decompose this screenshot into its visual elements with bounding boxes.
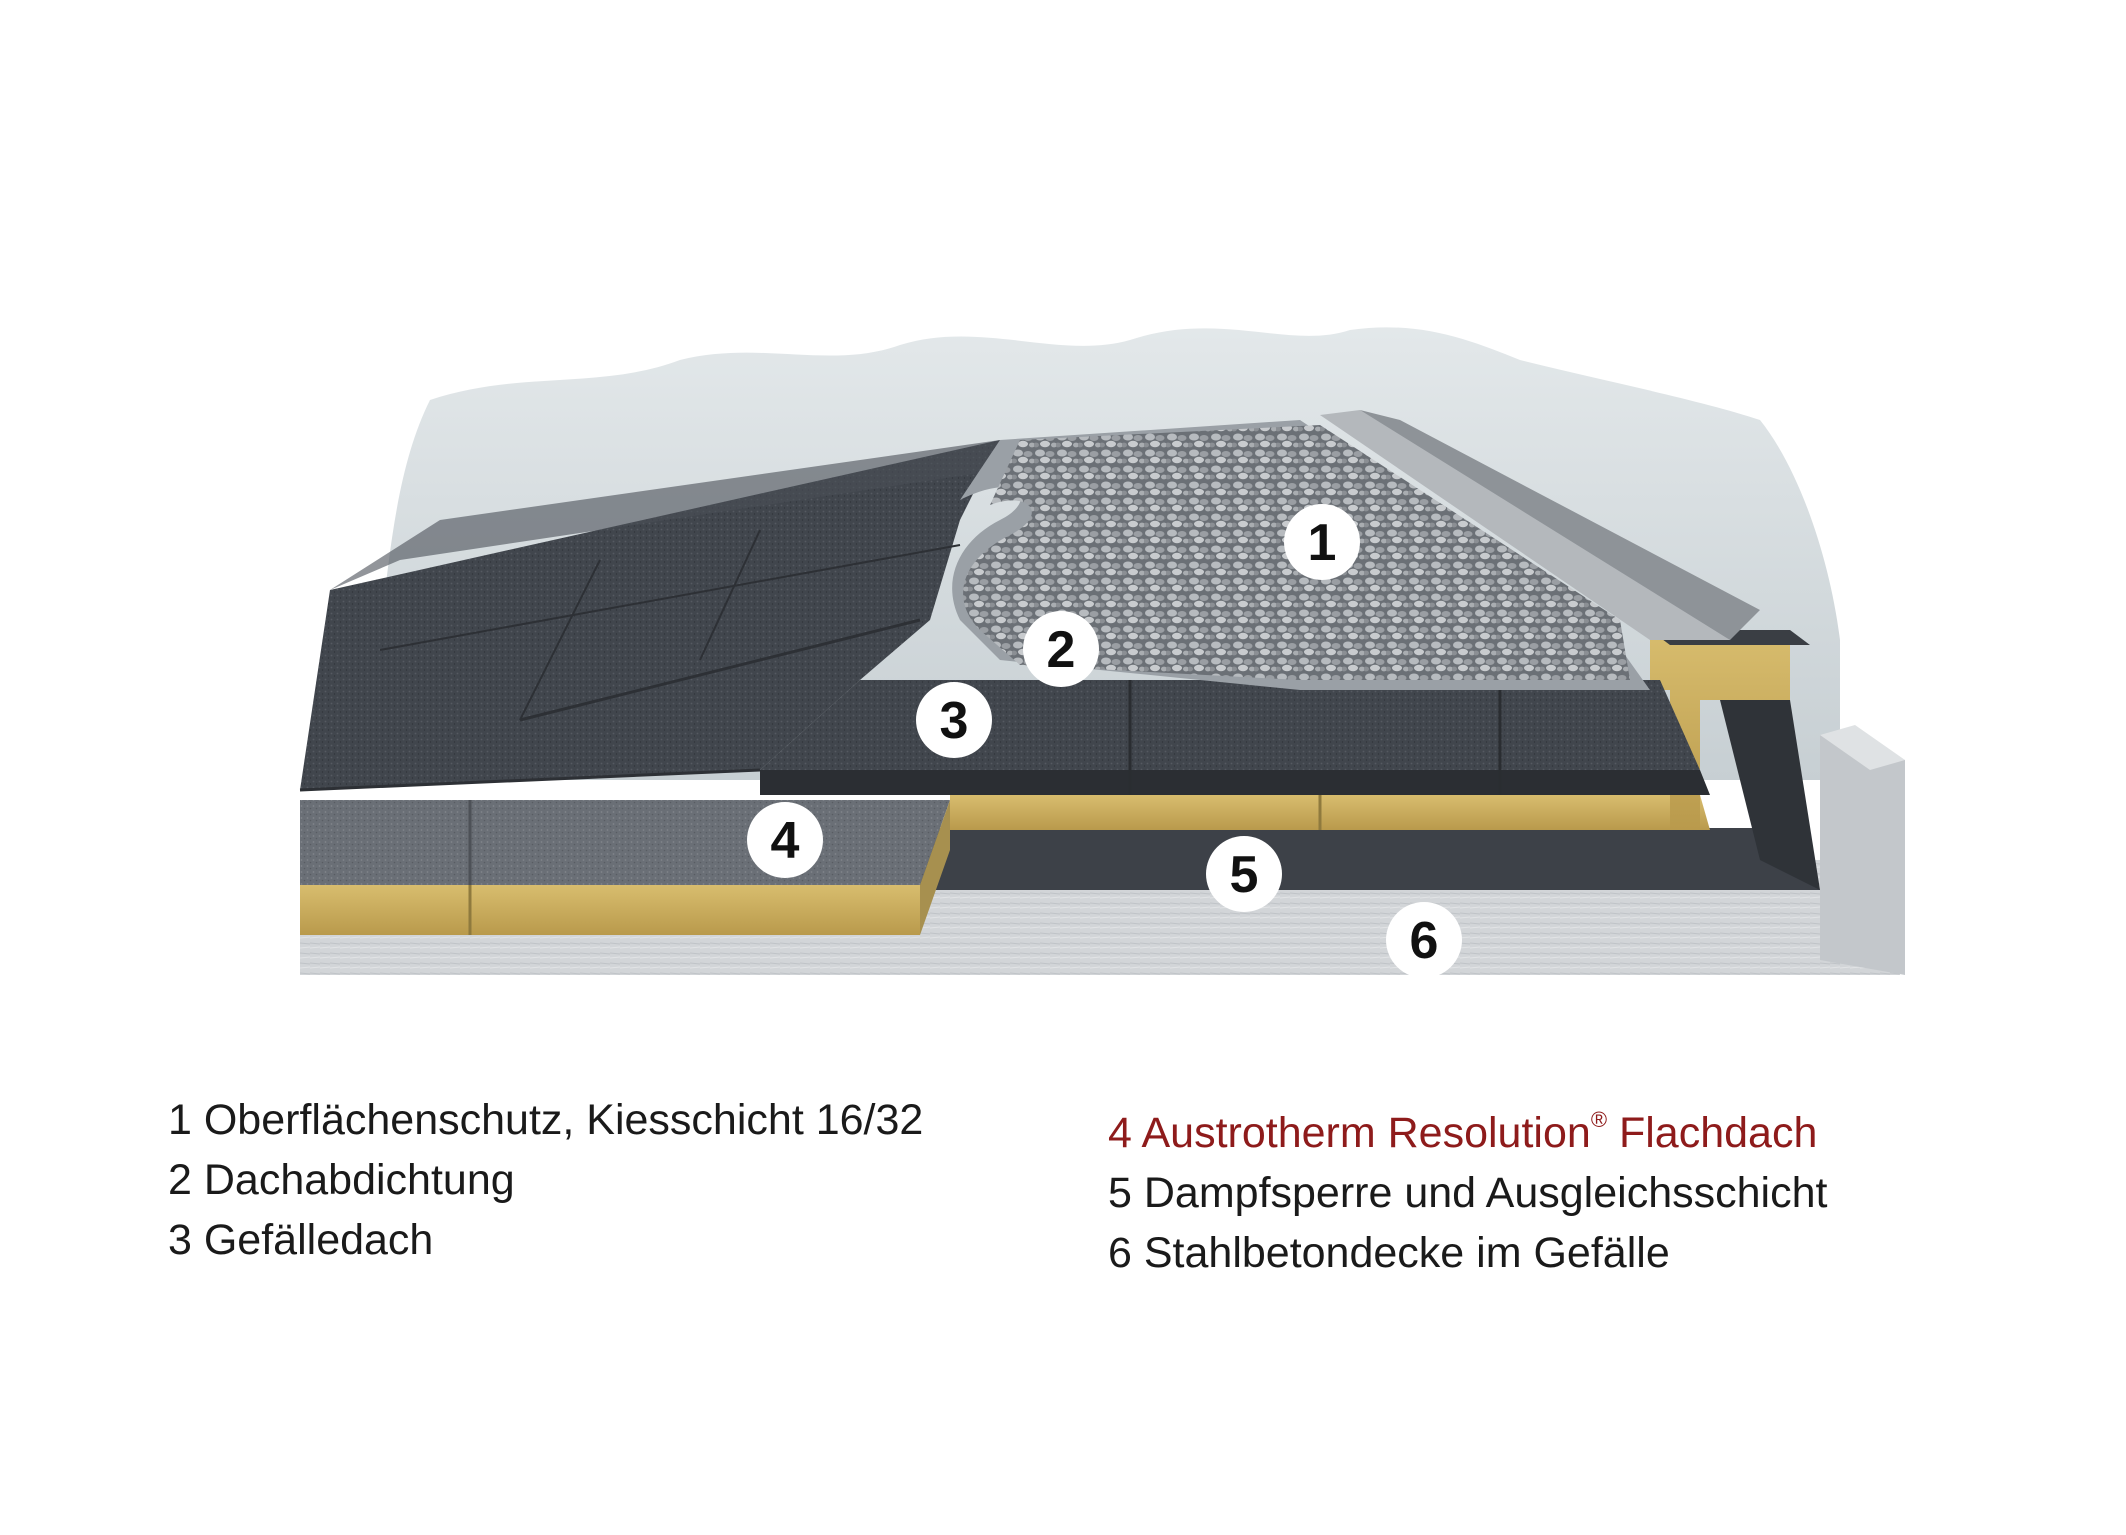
badge-2: 2 (1023, 611, 1099, 687)
legend-item-4-name: 4 Austrotherm Resolution (1108, 1109, 1591, 1157)
legend-item-5: 5 Dampfsperre und Ausgleichsschicht (1108, 1169, 1828, 1217)
tapered-roof-boards (760, 770, 1710, 795)
legend-item-6: 6 Stahlbetondecke im Gefälle (1108, 1229, 1670, 1277)
legend-item-4: 4 Austrotherm Resolution® Flachdach (1108, 1090, 1827, 1163)
legend-item-1: 1 Oberflächenschutz, Kiesschicht 16/32 (168, 1096, 924, 1144)
badge-6: 6 (1386, 902, 1462, 978)
legend-item-4-suffix: Flachdach (1607, 1109, 1818, 1157)
vapour-barrier-layer (920, 828, 1820, 890)
legend-column-left: 1 Oberflächenschutz, Kiesschicht 16/32 2… (168, 1090, 923, 1270)
parapet-edge-profile (1320, 410, 1730, 640)
svg-text:4: 4 (771, 812, 800, 870)
registered-mark: ® (1590, 1107, 1608, 1132)
badge-4: 4 (747, 802, 823, 878)
svg-text:2: 2 (1047, 621, 1076, 679)
legend-item-3: 3 Gefälledach (168, 1216, 434, 1264)
svg-text:1: 1 (1308, 514, 1337, 572)
concrete-upstand-wall (1820, 735, 1905, 975)
legend-column-right: 4 Austrotherm Resolution® Flachdach 5 Da… (1108, 1090, 1827, 1283)
insulation-layer-middle (950, 795, 1710, 830)
legend-item-2: 2 Dachabdichtung (168, 1156, 515, 1204)
badge-5: 5 (1206, 836, 1282, 912)
badge-1: 1 (1284, 504, 1360, 580)
svg-text:3: 3 (940, 692, 969, 750)
badge-3: 3 (916, 682, 992, 758)
svg-text:5: 5 (1230, 846, 1259, 904)
legend: 1 Oberflächenschutz, Kiesschicht 16/32 2… (168, 1090, 1968, 1310)
insulation-board-top (300, 800, 950, 885)
insulation-layer-front (300, 885, 920, 935)
svg-text:6: 6 (1410, 912, 1439, 970)
